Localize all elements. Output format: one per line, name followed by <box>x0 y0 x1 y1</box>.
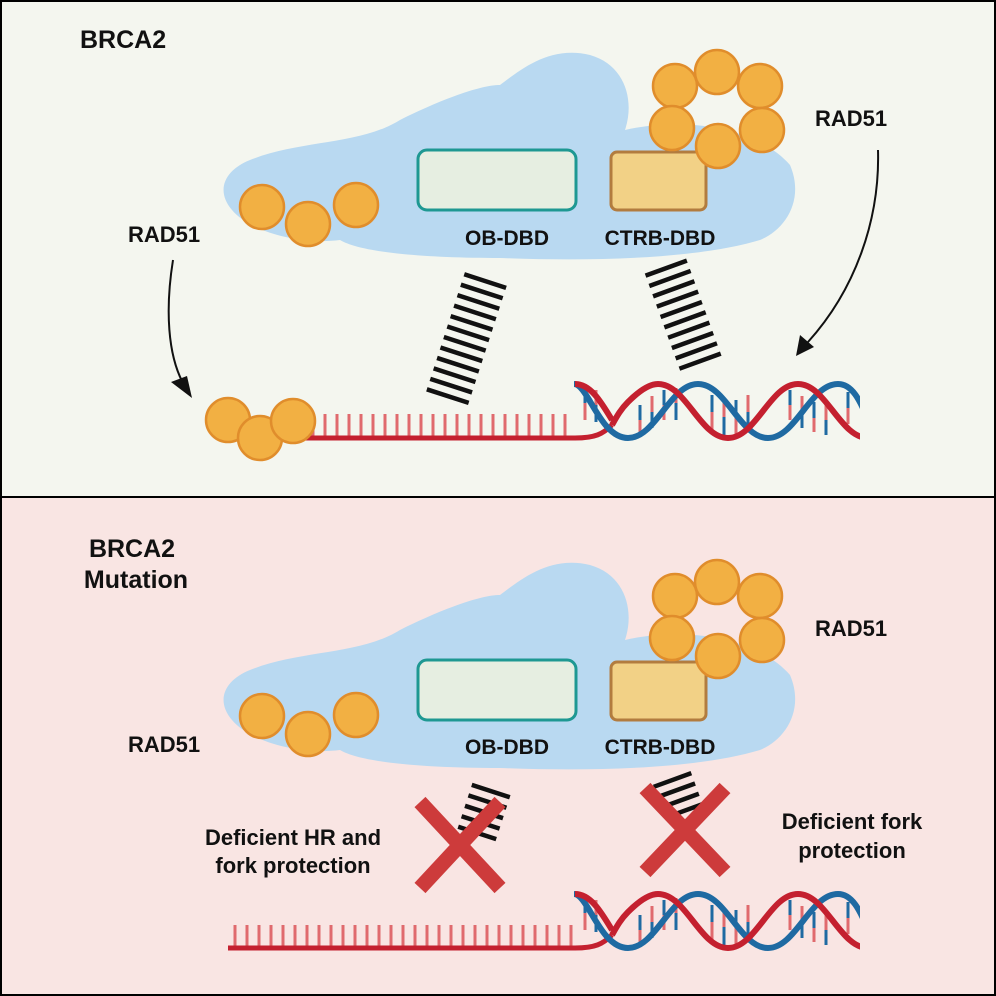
helix-strand-red <box>609 890 860 952</box>
rad51-label-right: RAD51 <box>815 616 887 641</box>
rad51-label-left: RAD51 <box>128 732 200 757</box>
arrow-left <box>167 259 184 384</box>
ctrb-dbd-domain <box>609 150 708 212</box>
rad51-monomer <box>238 183 286 231</box>
bottom-panel-title-line2: Mutation <box>84 566 188 594</box>
rad51-monomer <box>738 616 786 664</box>
rad51-monomer <box>694 122 742 170</box>
rad51-ring <box>648 48 786 170</box>
dsdna-helix <box>573 890 860 952</box>
top-panel: BRCA2 OB-DBD CTRB-DBD RAD51 RAD51 <box>0 0 996 498</box>
helix-strand-red <box>609 380 860 442</box>
rad51-monomer <box>651 572 699 620</box>
rad51-monomer <box>736 572 784 620</box>
rad51-label-left: RAD51 <box>128 222 200 247</box>
arrow-right-head <box>796 335 814 356</box>
rad51-protein-bound-left <box>238 181 380 248</box>
rad51-on-ssdna <box>204 396 317 462</box>
deficit-left-line2: fork protection <box>215 853 370 878</box>
deficit-right-line2: protection <box>798 838 906 863</box>
deficit-left-line1: Deficient HR and <box>205 825 381 850</box>
ob-dbd-domain <box>416 148 578 212</box>
rad51-monomer <box>269 397 317 445</box>
rad51-monomer <box>284 200 332 248</box>
ob-dbd-label: OB-DBD <box>465 736 549 759</box>
ssdna-bases <box>311 414 567 436</box>
rad51-protein-bound-left <box>238 691 380 758</box>
rad51-monomer <box>693 48 741 96</box>
top-panel-title: BRCA2 <box>80 26 166 54</box>
rad51-monomer <box>693 558 741 606</box>
helix-strand-red-start <box>574 381 615 422</box>
rad51-monomer <box>284 710 332 758</box>
cross-icon <box>639 782 731 878</box>
ctrb-dbd-domain <box>609 660 708 722</box>
ctrb-dbd-label: CTRB-DBD <box>605 227 716 250</box>
rad51-label-right: RAD51 <box>815 106 887 131</box>
bottom-panel-title-line1: BRCA2 <box>89 535 175 563</box>
helix-strand-blue <box>573 380 860 442</box>
arrow-right <box>807 149 880 343</box>
rad51-monomer <box>238 692 286 740</box>
rad51-monomer <box>332 691 380 739</box>
bottom-panel: BRCA2 Mutation OB-DBD CTRB-DBD RAD51 RAD… <box>0 496 996 996</box>
rad51-monomer <box>738 106 786 154</box>
rad51-monomer <box>694 632 742 680</box>
dsdna-helix <box>573 380 860 442</box>
deficit-right-line1: Deficient fork <box>782 809 923 834</box>
helix-strand-red-start <box>574 891 615 932</box>
helix-strand-blue <box>573 890 860 952</box>
cross-icon <box>414 796 506 894</box>
ctrb-dna-contact <box>644 258 722 371</box>
ssdna-bases <box>233 925 573 946</box>
rad51-monomer <box>736 62 784 110</box>
rad51-monomer <box>648 104 696 152</box>
ob-dna-contact <box>426 272 507 406</box>
ob-dbd-domain <box>416 658 578 722</box>
rad51-monomer <box>651 62 699 110</box>
ctrb-dbd-label: CTRB-DBD <box>605 736 716 759</box>
rad51-monomer <box>332 181 380 229</box>
rad51-monomer <box>648 614 696 662</box>
ob-dbd-label: OB-DBD <box>465 227 549 250</box>
arrow-left-head <box>171 376 192 398</box>
rad51-ring <box>648 558 786 680</box>
